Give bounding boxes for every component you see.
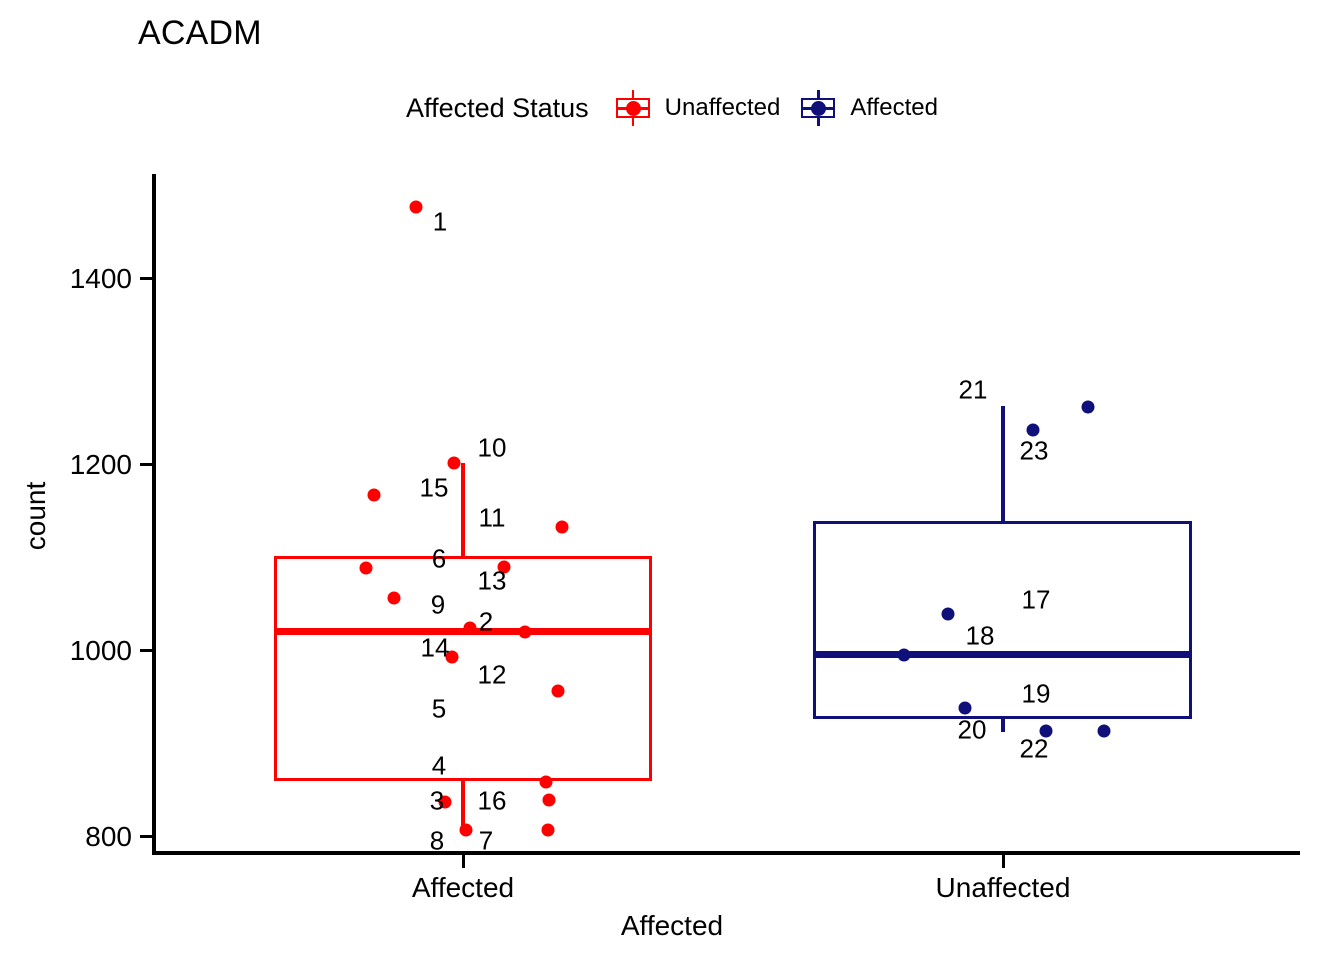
data-point bbox=[409, 200, 423, 214]
data-point-label: 20 bbox=[957, 714, 987, 745]
y-tick-1000 bbox=[140, 649, 153, 652]
data-point-label: 5 bbox=[431, 693, 447, 724]
data-point-label: 16 bbox=[477, 785, 507, 816]
data-point bbox=[1081, 400, 1095, 414]
data-point-label: 3 bbox=[429, 785, 445, 816]
box-median-unaffected bbox=[813, 651, 1192, 658]
legend-label-affected: Affected bbox=[850, 94, 938, 121]
y-tick-label-1400: 1400 bbox=[69, 263, 132, 294]
x-tick-unaffected bbox=[1002, 855, 1005, 868]
data-point-label: 12 bbox=[477, 659, 507, 690]
data-point bbox=[958, 701, 972, 715]
legend-item-unaffected[interactable]: Unaffected bbox=[613, 90, 781, 126]
y-tick-1400 bbox=[140, 277, 153, 280]
data-point-label: 13 bbox=[477, 565, 507, 596]
y-tick-label-800: 800 bbox=[85, 821, 132, 852]
data-point bbox=[438, 795, 452, 809]
x-axis-line bbox=[152, 851, 1300, 855]
data-point-label: 4 bbox=[431, 750, 447, 781]
box-lower-whisker-affected bbox=[461, 780, 465, 830]
y-tick-800 bbox=[140, 835, 153, 838]
data-point bbox=[497, 560, 511, 574]
data-point-label: 15 bbox=[419, 472, 449, 503]
data-point bbox=[367, 488, 381, 502]
data-point bbox=[1026, 423, 1040, 437]
legend-key-boxplot-icon bbox=[613, 90, 655, 126]
data-point-label: 6 bbox=[431, 543, 447, 574]
data-point-label: 21 bbox=[958, 374, 988, 405]
data-point bbox=[897, 648, 911, 662]
data-point bbox=[387, 591, 401, 605]
data-point-label: 9 bbox=[430, 589, 446, 620]
data-point bbox=[459, 823, 473, 837]
data-point-label: 1 bbox=[432, 206, 448, 237]
data-point bbox=[1039, 724, 1053, 738]
data-point-label: 23 bbox=[1019, 435, 1049, 466]
data-point-label: 10 bbox=[477, 432, 507, 463]
data-point-label: 7 bbox=[478, 825, 494, 856]
box-upper-whisker-unaffected bbox=[1001, 406, 1005, 523]
box-rect-unaffected bbox=[813, 521, 1192, 719]
chart-title: ACADM bbox=[138, 14, 262, 52]
legend-title: Affected Status bbox=[406, 92, 589, 123]
box-median-affected bbox=[274, 628, 652, 635]
data-point bbox=[447, 456, 461, 470]
box-rect-affected bbox=[274, 556, 652, 781]
box-upper-whisker-affected bbox=[461, 463, 465, 558]
y-tick-label-1000: 1000 bbox=[69, 635, 132, 666]
data-point-label: 2 bbox=[478, 606, 494, 637]
y-axis-line bbox=[152, 174, 156, 854]
data-point bbox=[1097, 724, 1111, 738]
data-point bbox=[463, 621, 477, 635]
data-point-label: 8 bbox=[429, 825, 445, 856]
data-point-label: 17 bbox=[1021, 584, 1051, 615]
data-point-label: 18 bbox=[965, 620, 995, 651]
data-point-label: 11 bbox=[478, 502, 506, 533]
data-point bbox=[542, 793, 556, 807]
data-point bbox=[518, 625, 532, 639]
data-point bbox=[359, 561, 373, 575]
data-point bbox=[541, 823, 555, 837]
x-tick-label-unaffected: Unaffected bbox=[935, 872, 1071, 903]
data-point bbox=[941, 607, 955, 621]
data-point-label: 19 bbox=[1021, 678, 1051, 709]
legend-label-unaffected: Unaffected bbox=[664, 94, 781, 121]
x-axis-title: Affected bbox=[620, 910, 724, 941]
legend-item-affected[interactable]: Affected bbox=[798, 90, 938, 126]
data-point bbox=[551, 684, 565, 698]
box-lower-whisker-unaffected bbox=[1001, 718, 1005, 732]
y-axis-title: count bbox=[20, 481, 51, 551]
x-tick-label-affected: Affected bbox=[411, 872, 515, 903]
data-point bbox=[539, 775, 553, 789]
data-point-label: 22 bbox=[1019, 733, 1049, 764]
legend-key-boxplot-icon bbox=[798, 90, 840, 126]
data-point bbox=[445, 650, 459, 664]
y-tick-label-1200: 1200 bbox=[69, 449, 132, 480]
chart-legend: Affected Status Unaffected Affected bbox=[0, 86, 1344, 130]
data-point-label: 14 bbox=[420, 632, 450, 663]
data-point bbox=[555, 520, 569, 534]
x-tick-affected bbox=[462, 855, 465, 868]
y-tick-1200 bbox=[140, 463, 153, 466]
